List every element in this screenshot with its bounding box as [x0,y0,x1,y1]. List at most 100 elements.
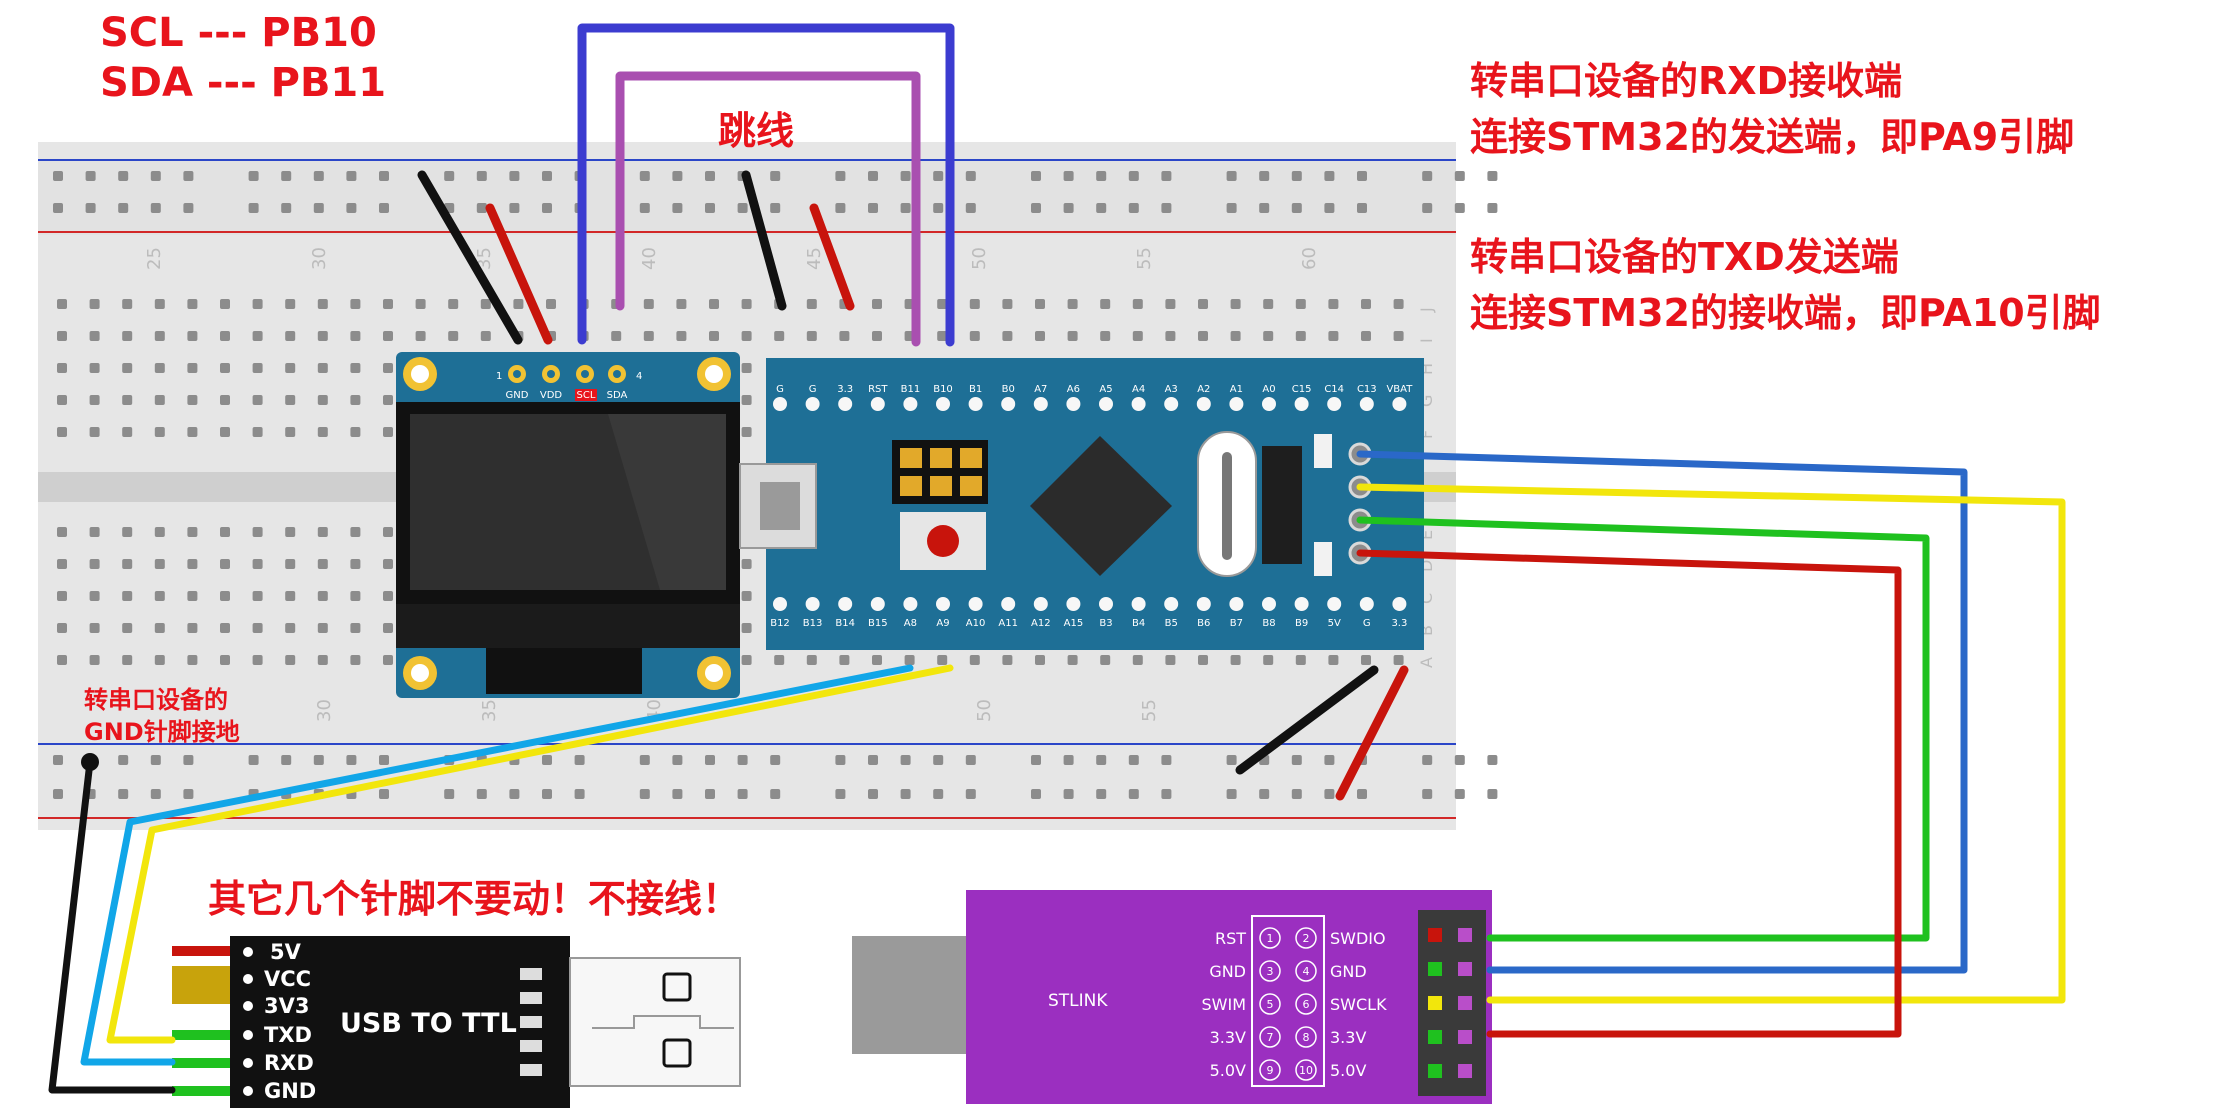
terminal-hole [154,655,165,665]
gnd-wire-endpoint [81,753,99,771]
terminal-hole [1198,331,1208,341]
rail-hole [705,789,715,799]
rail-hole [737,755,748,765]
wires [48,23,2066,1094]
stm32-bottom-pin-label: A12 [1031,618,1051,629]
terminal-hole [89,527,100,537]
stlink-pin-circle [1259,993,1281,1015]
rail-hole [965,789,976,799]
terminal-hole [415,331,426,341]
stm32-pin [1294,397,1309,411]
rail-hole [183,171,194,181]
terminal-hole [774,655,785,665]
rail-hole [53,171,63,181]
rail-hole [639,203,650,213]
terminal-hole [252,591,263,601]
stm32-top-pin-label: 3.3 [837,384,853,395]
stlink-header-pin [1428,1064,1442,1078]
led [1314,542,1332,576]
ttl-pad [520,1040,542,1052]
rxd-note-line1: 转串口设备的RXD接收端 [1470,59,1903,103]
usb-ttl-module: 5V VCC 3V3 TXD RXD GND USB TO TTL [172,936,741,1108]
stm32-pin [1392,597,1407,611]
rail-hole [705,171,715,181]
stlink-body [966,890,1492,1104]
rail-hole [379,171,389,181]
terminal-hole [969,299,980,309]
stlink-left-pin-label: 5.0V [1210,1061,1246,1080]
rail-hole [53,755,63,765]
rail-hole [346,755,357,765]
mount-hole-center [705,664,723,682]
terminal-hole [1035,331,1045,341]
terminal-hole [154,395,165,405]
terminal-hole [122,655,133,665]
stlink-pin-circle [1259,960,1281,982]
ttl-pin-dot [243,1030,253,1040]
stlink-header-pin [1428,1030,1442,1044]
rail-hole [1487,203,1498,213]
stm32-pin [773,397,787,411]
rail-hole [770,171,781,181]
stm32-pin [1196,397,1211,411]
terminal-hole [57,427,67,437]
terminal-hole [285,427,296,437]
rail-hole [313,171,324,181]
stm32-bottom-pin-label: B9 [1295,618,1308,629]
terminal-hole [969,331,980,341]
terminal-hole [317,527,328,537]
rail-hole [770,203,781,213]
terminal-hole [187,395,198,405]
stm32-pin [1164,397,1179,411]
rail-hole [1422,755,1433,765]
stm32-pin [838,397,853,411]
terminal-hole [383,427,393,437]
rail-hole [933,755,944,765]
terminal-hole [350,655,361,665]
terminal-hole [1132,331,1143,341]
rail-hole [835,203,846,213]
stm32-top-pin-label: G [776,384,784,395]
terminal-hole [317,623,328,633]
terminal-hole [969,655,980,665]
ttl-pin-label: VCC [264,967,311,991]
scl-highlight [575,389,597,401]
terminal-hole [252,559,263,569]
terminal-hole [252,363,263,373]
stm32-bottom-pin-label: B12 [770,618,790,629]
row-letter: J [1417,307,1436,313]
terminal-hole [57,591,67,601]
stm32-bottom-pin-label: B13 [803,618,823,629]
stlink-pin-circle [1259,927,1281,949]
terminal-hole [1263,331,1274,341]
terminal-hole [383,591,393,601]
terminal-hole [937,331,948,341]
stlink-usb-plug [852,936,972,1054]
rail-hole [1291,755,1302,765]
stm32-bottom-pin-label: B8 [1262,618,1275,629]
ttl-pin-dot [243,1086,253,1096]
stm32-top-pin-label: B1 [969,384,982,395]
rail-hole [1324,755,1335,765]
rail-hole [150,171,161,181]
terminal-hole [317,331,328,341]
rail-hole [965,203,976,213]
terminal-hole [89,623,100,633]
wire-pa9-to-rxd [106,664,954,1044]
rail-hole [1161,789,1172,799]
rail-hole [1357,789,1367,799]
ttl-pad [520,1064,542,1076]
terminal-hole [154,623,165,633]
rail-hole [509,203,520,213]
rail-hole [639,789,650,799]
rail-hole [1031,171,1041,181]
oled-pin-number: 1 [496,371,502,382]
rail-hole [183,203,194,213]
stlink-pin-number: 9 [1267,1064,1274,1077]
stlink-pin-circle [1295,960,1317,982]
terminal-hole [1002,331,1013,341]
wire-swclk [1356,516,1930,942]
terminal-hole [448,331,459,341]
terminal-hole [1263,655,1274,665]
terminal-hole [513,299,524,309]
